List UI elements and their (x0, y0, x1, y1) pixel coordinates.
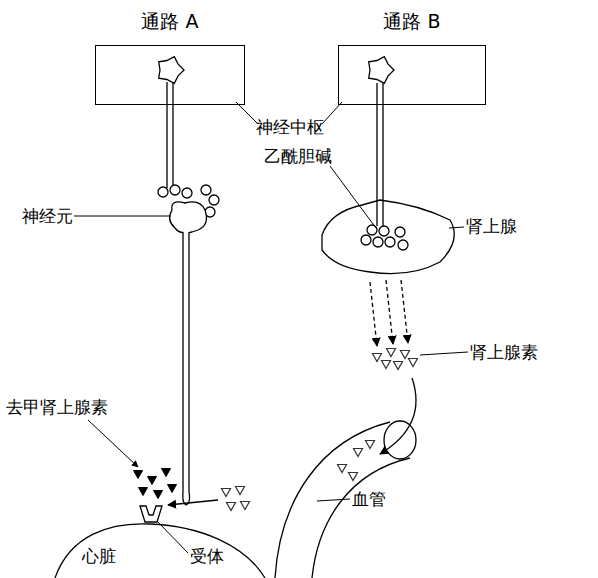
part-label: 神经中枢 (256, 116, 324, 138)
adrenaline (394, 362, 403, 370)
receptor (140, 506, 162, 522)
flow-arrow (168, 500, 218, 505)
adrenaline (236, 487, 245, 495)
vesicle (201, 185, 211, 195)
neuron-axon (183, 232, 190, 505)
leader-line (420, 352, 468, 355)
leader-line (74, 216, 171, 217)
box-outline (95, 45, 245, 105)
flow-arrow (380, 378, 416, 454)
part-label: 肾上腺 (466, 215, 517, 237)
leader-line (322, 102, 342, 124)
adrenaline (409, 359, 418, 367)
leader-line (157, 521, 188, 553)
adrenal-gland (322, 200, 454, 274)
part-label: 受体 (190, 545, 224, 567)
vessel-wall (312, 458, 410, 578)
adrenaline (382, 361, 391, 369)
part-label: 肾上腺素 (470, 341, 538, 363)
part-label: 心脏 (82, 545, 116, 567)
norepinephrine (168, 485, 177, 493)
vessel-wall (275, 422, 390, 578)
part-label: 乙酰胆碱 (264, 145, 332, 167)
axon (167, 82, 173, 188)
norepinephrine (162, 469, 171, 477)
axon-end (377, 200, 383, 226)
leader-line (236, 102, 258, 124)
leader-lines (74, 102, 468, 553)
leader-line (449, 227, 464, 228)
secretion-arrows (370, 280, 408, 346)
pathway-heading: 通路 B (338, 5, 486, 37)
adrenaline (338, 465, 347, 473)
adrenaline (354, 449, 363, 457)
leader-line (330, 166, 376, 228)
vesicle (398, 240, 408, 250)
pathway-box: 通路 B (338, 5, 486, 105)
leader-line (317, 499, 350, 501)
part-label: 神经元 (22, 205, 73, 227)
heart-outline (55, 524, 265, 578)
vesicle (209, 195, 219, 205)
vesicle (373, 237, 383, 247)
norepinephrine (134, 471, 143, 479)
pathway-a (55, 57, 265, 578)
nerve-center-cell (159, 57, 184, 84)
adrenaline (227, 503, 236, 511)
pathway-heading: 通路 A (95, 5, 245, 37)
neuron-body (170, 202, 207, 233)
vesicle (361, 235, 371, 245)
dashed-arrow (370, 282, 377, 346)
nerve-center-cell (369, 57, 394, 84)
vesicle (182, 188, 192, 198)
norepinephrine (148, 477, 157, 485)
part-label: 血管 (352, 488, 386, 510)
vesicle (395, 227, 405, 237)
pathway-b (168, 57, 454, 578)
vesicle (379, 226, 389, 236)
adrenaline (373, 354, 382, 362)
adrenaline (387, 349, 396, 357)
norepinephrine (154, 491, 163, 499)
vesicle (170, 185, 180, 195)
adrenaline (241, 502, 250, 510)
pathway-box: 通路 A (95, 5, 245, 105)
part-label: 去甲肾上腺素 (6, 396, 108, 418)
adrenaline (222, 489, 231, 497)
vesicle (385, 237, 395, 247)
vesicle (158, 187, 168, 197)
dashed-arrow (401, 280, 408, 343)
vessel-opening (384, 421, 416, 459)
dashed-arrow (386, 280, 393, 344)
box-outline (338, 45, 486, 105)
adrenaline (366, 441, 375, 449)
adrenaline (401, 351, 410, 359)
adrenaline (349, 473, 358, 481)
norepinephrine (139, 488, 148, 496)
vesicles (361, 225, 408, 250)
leader-arrow (88, 420, 138, 467)
